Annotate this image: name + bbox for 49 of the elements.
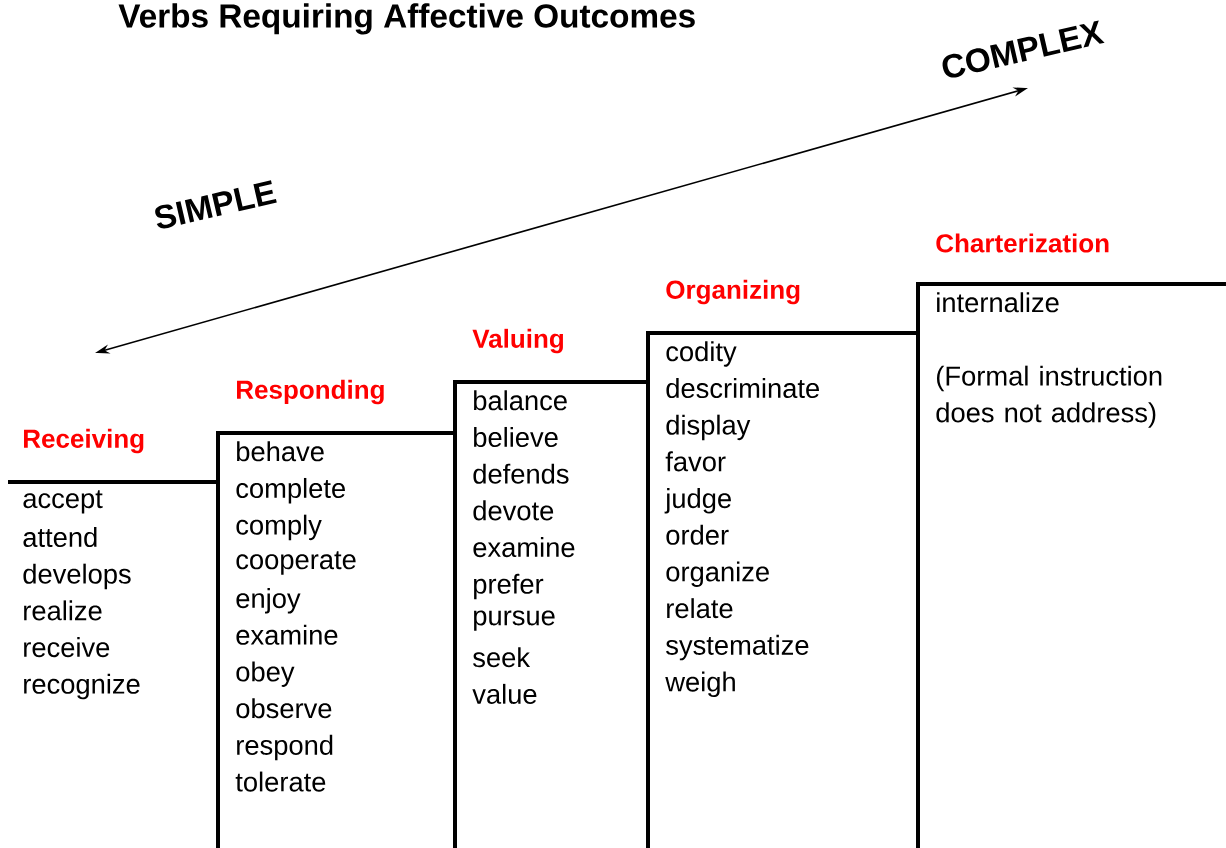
verb-text: believe <box>474 426 558 448</box>
step-column <box>453 380 648 848</box>
verb-text: enjoy <box>236 588 301 614</box>
verb-text: codity <box>666 341 737 367</box>
step-column <box>8 480 218 484</box>
verb-text: cooperate <box>236 551 356 575</box>
column-heading: Organizing <box>666 279 800 305</box>
verb-text: relate <box>667 598 733 619</box>
verb-text: defends <box>473 463 569 484</box>
verb-text: descriminate <box>666 377 819 399</box>
verb-text: (Formal instruction does not address) <box>936 365 1162 428</box>
step-column <box>646 331 918 848</box>
verb-text: devote <box>473 500 554 521</box>
column-heading: Receiving <box>24 428 144 454</box>
verb-text: comply <box>236 514 322 541</box>
verb-text: complete <box>236 477 345 504</box>
verb-text: value <box>472 683 537 704</box>
verb-text: pursue <box>474 610 555 631</box>
verb-text: order <box>666 524 729 545</box>
verb-text: balance <box>474 390 567 411</box>
verb-text: internalize <box>937 292 1059 313</box>
verb-text: obey <box>236 661 295 687</box>
verb-text: recognize <box>24 673 140 700</box>
verb-text: examine <box>236 624 338 645</box>
verb-text: judge <box>664 488 731 514</box>
verb-text: prefer <box>474 573 544 600</box>
verb-text: tolerate <box>235 771 326 792</box>
verb-text: receive <box>24 637 110 658</box>
verb-text: behave <box>237 441 324 462</box>
verb-text: respond <box>237 734 333 761</box>
verb-text: attend <box>23 526 97 548</box>
direction-label: SIMPLE <box>155 180 277 229</box>
verb-text: accept <box>23 490 103 514</box>
verb-text: display <box>666 414 751 441</box>
verb-text: examine <box>473 537 575 558</box>
column-heading: Valuing <box>472 328 563 354</box>
verb-text: realize <box>24 600 102 621</box>
column-heading: Responding <box>237 379 384 405</box>
verb-text: develops <box>23 563 131 590</box>
verb-text: organize <box>666 561 769 587</box>
step-column <box>916 282 1226 848</box>
verb-text: weigh <box>665 671 735 698</box>
verb-text: systematize <box>666 634 809 661</box>
column-heading: Charterization <box>936 233 1109 253</box>
title: Verbs Requiring Affective Outcomes <box>118 3 695 35</box>
step-column <box>216 431 455 848</box>
verb-text: favor <box>665 451 726 472</box>
verb-text: observe <box>236 698 332 719</box>
verb-text: seek <box>473 647 531 668</box>
